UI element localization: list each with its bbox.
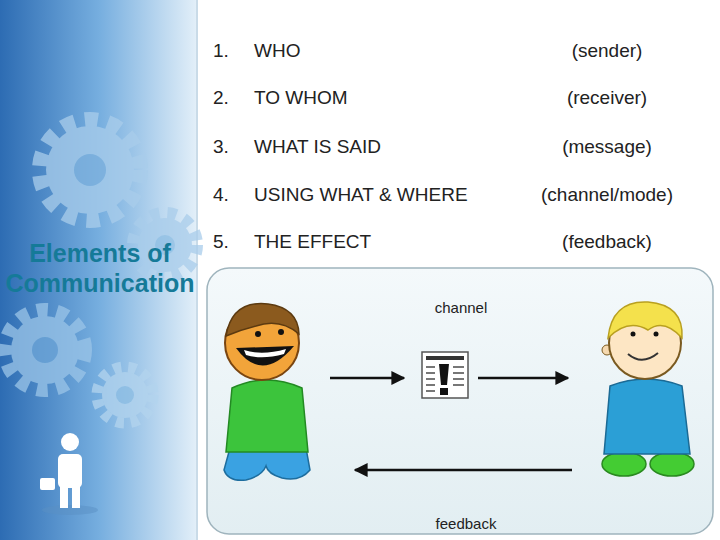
list-role: (message) <box>522 136 692 158</box>
list-item: USING WHAT & WHERE <box>254 184 514 206</box>
document-line <box>426 372 435 374</box>
document-line <box>453 384 464 386</box>
icon-leg <box>60 486 68 508</box>
receiver-smile <box>628 353 658 360</box>
icon-briefcase <box>40 478 55 490</box>
exclamation-dot <box>440 388 448 395</box>
feedback-arrow <box>355 469 572 472</box>
list-number: 4. <box>213 184 249 206</box>
icon-head <box>61 433 79 451</box>
list-item: THE EFFECT <box>254 231 514 253</box>
gear-teeth <box>97 367 153 423</box>
sender-teeth <box>244 349 286 357</box>
list-item: TO WHOM <box>254 87 514 109</box>
list-role: (sender) <box>522 40 692 62</box>
gear-body <box>46 126 134 214</box>
arrow-label: channel <box>401 297 521 319</box>
sender-eye <box>255 331 261 337</box>
sender-hair <box>226 304 299 336</box>
illustration-panel <box>207 268 713 534</box>
slide-title: Elements of Communication <box>0 238 200 298</box>
receiver-foot <box>650 452 694 476</box>
gear-teeth <box>40 120 140 220</box>
sender-body <box>226 380 308 452</box>
list-number: 3. <box>213 136 249 158</box>
icon-leg <box>72 486 80 508</box>
document-line <box>426 366 435 368</box>
gear-hole <box>116 386 134 404</box>
sidebar-divider <box>198 0 206 540</box>
document-line <box>453 378 464 380</box>
list-number: 2. <box>213 87 249 109</box>
gear-teeth <box>5 310 85 390</box>
list-role: (receiver) <box>522 87 692 109</box>
exclamation-bar <box>439 364 449 385</box>
arrow-label: feedback <box>406 513 526 535</box>
gear-body <box>102 372 148 418</box>
list-number: 5. <box>213 231 249 253</box>
icon-body <box>58 454 82 488</box>
document-line <box>453 366 464 368</box>
gear-hole <box>74 154 106 186</box>
document-line <box>426 378 435 380</box>
document-line <box>453 372 464 374</box>
message-document <box>422 352 468 398</box>
list-item: WHO <box>254 40 514 62</box>
channel-arrow <box>330 377 404 380</box>
document-sheet <box>422 352 468 398</box>
person-icon <box>40 433 98 515</box>
receiver-figure <box>602 302 694 476</box>
sender-eye <box>278 329 284 335</box>
list-role: (feedback) <box>522 231 692 253</box>
receiver-hair <box>608 302 682 338</box>
sidebar-edge <box>196 0 198 540</box>
sender-pants <box>224 448 310 480</box>
receiver-eye <box>654 332 659 337</box>
gear-hole <box>32 337 58 363</box>
gear-body <box>11 316 79 384</box>
list-role: (channel/mode) <box>522 184 692 206</box>
sender-figure <box>224 304 310 481</box>
document-line <box>426 390 435 392</box>
list-item: WHAT IS SAID <box>254 136 514 158</box>
receiver-body <box>604 379 690 454</box>
sender-mouth <box>236 346 294 366</box>
icon-shadow <box>42 505 98 515</box>
list-number: 1. <box>213 40 249 62</box>
receiver-foot <box>602 452 646 476</box>
document-line <box>426 384 435 386</box>
channel-arrow <box>478 377 568 380</box>
receiver-eye <box>631 332 636 337</box>
document-header <box>426 356 464 360</box>
